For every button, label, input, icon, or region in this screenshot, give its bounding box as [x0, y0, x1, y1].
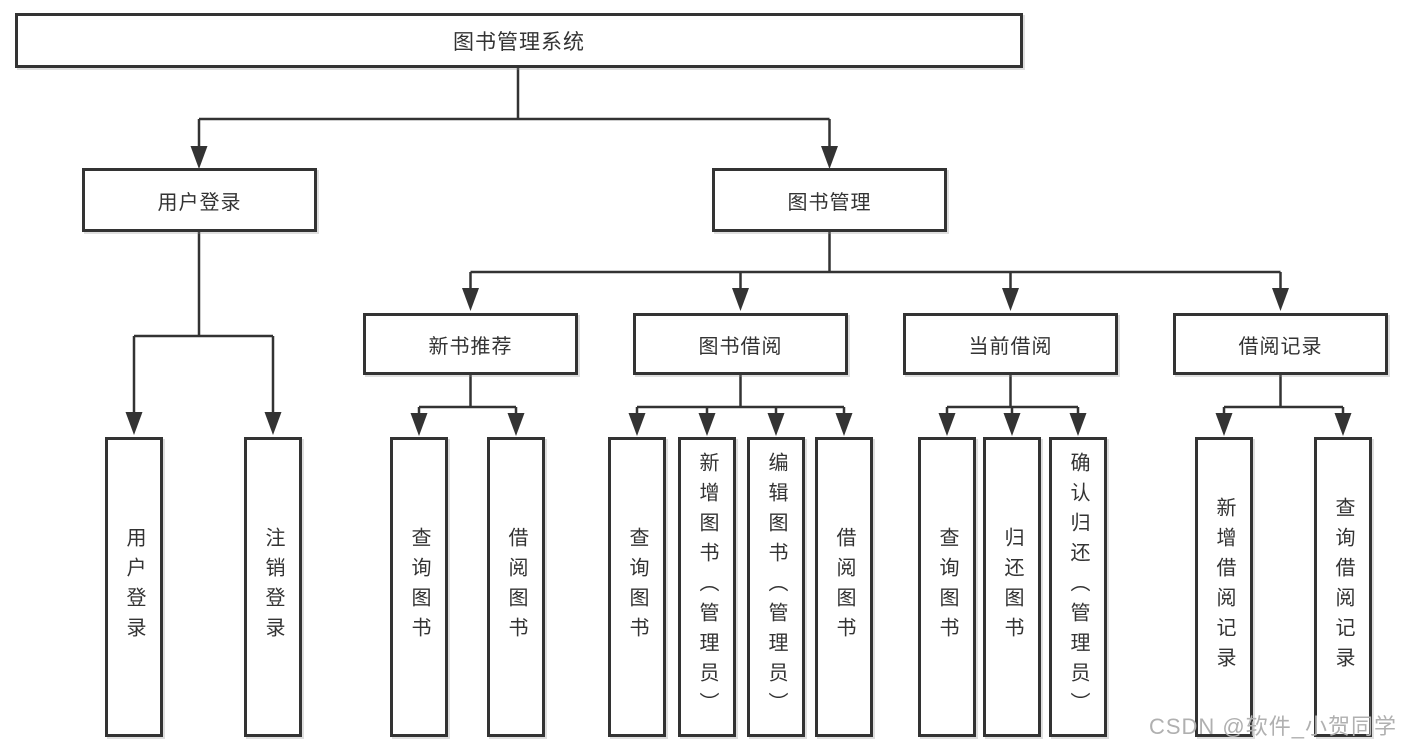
- connector-borrow-records-group: [1222, 375, 1345, 414]
- node-label: 归还图书: [1001, 527, 1023, 647]
- arrowhead: [507, 413, 525, 436]
- leaf-add-book-admin: 新增图书（管理员）: [678, 437, 736, 737]
- arrowhead: [264, 412, 282, 435]
- arrowhead: [1003, 413, 1021, 436]
- arrowhead: [190, 146, 208, 169]
- node-label: 借阅图书: [505, 527, 527, 647]
- node-label: 注销登录: [262, 527, 284, 647]
- node-label: 新书推荐: [428, 335, 513, 358]
- leaf-query-books-current: 查询图书: [918, 437, 976, 737]
- leaf-confirm-return-admin: 确认归还（管理员）: [1049, 437, 1107, 737]
- node-label: 查询图书: [626, 527, 648, 647]
- node-label: 用户登录: [123, 527, 145, 647]
- node-current-borrow: 当前借阅: [903, 313, 1118, 375]
- arrowhead: [462, 288, 479, 311]
- arrowhead: [410, 413, 428, 436]
- leaf-add-borrow-record: 新增借阅记录: [1195, 437, 1253, 737]
- node-label: 确认归还（管理员）: [1067, 452, 1089, 722]
- node-label: 查询图书: [936, 527, 958, 647]
- node-label: 图书管理系统: [453, 30, 585, 54]
- arrowhead: [835, 413, 853, 436]
- node-label: 借阅记录: [1238, 335, 1323, 358]
- leaf-logout: 注销登录: [244, 437, 302, 737]
- arrowhead: [938, 413, 956, 436]
- node-label: 新增图书（管理员）: [696, 452, 718, 722]
- node-label: 借阅图书: [833, 527, 855, 647]
- csdn-watermark: CSDN @软件_小贺同学: [1148, 714, 1397, 739]
- node-new-book-recommend: 新书推荐: [363, 313, 578, 375]
- connector-new-book-group: [417, 375, 518, 414]
- node-label: 用户登录: [157, 191, 242, 214]
- arrowhead: [1002, 288, 1019, 311]
- arrowhead: [732, 288, 749, 311]
- leaf-borrow-books-borrow: 借阅图书: [815, 437, 873, 737]
- leaf-query-books-recommend: 查询图书: [390, 437, 448, 737]
- node-borrow-records: 借阅记录: [1173, 313, 1388, 375]
- leaf-query-books-borrow: 查询图书: [608, 437, 666, 737]
- arrowhead: [1272, 288, 1289, 311]
- connector-root-to-level1: [197, 68, 831, 147]
- leaf-query-borrow-record: 查询借阅记录: [1314, 437, 1372, 737]
- arrowhead: [821, 146, 838, 169]
- node-label: 当前借阅: [968, 335, 1053, 358]
- node-label: 新增借阅记录: [1213, 497, 1235, 677]
- node-label: 查询借阅记录: [1332, 497, 1354, 677]
- node-library-management-system: 图书管理系统: [15, 13, 1023, 68]
- leaf-user-login: 用户登录: [105, 437, 163, 737]
- node-label: 编辑图书（管理员）: [765, 452, 787, 722]
- connector-current-borrow-group: [945, 375, 1080, 414]
- arrowhead: [698, 413, 716, 436]
- arrowhead: [125, 412, 143, 435]
- node-book-borrow: 图书借阅: [633, 313, 848, 375]
- leaf-borrow-books-recommend: 借阅图书: [487, 437, 545, 737]
- arrowhead: [628, 413, 646, 436]
- node-label: 图书借阅: [698, 335, 783, 358]
- leaf-return-books: 归还图书: [983, 437, 1041, 737]
- arrowhead: [1334, 413, 1352, 436]
- connector-user-login-group: [132, 232, 275, 413]
- connector-book-borrow-group: [635, 375, 846, 414]
- node-book-management: 图书管理: [712, 168, 947, 232]
- arrowhead: [1069, 413, 1087, 436]
- node-user-login-menu: 用户登录: [82, 168, 317, 232]
- leaf-edit-book-admin: 编辑图书（管理员）: [747, 437, 805, 737]
- node-label: 图书管理: [787, 191, 872, 214]
- connector-book-management-group: [469, 232, 1282, 289]
- arrowhead: [1215, 413, 1233, 436]
- arrowhead: [767, 413, 785, 436]
- node-label: 查询图书: [408, 527, 430, 647]
